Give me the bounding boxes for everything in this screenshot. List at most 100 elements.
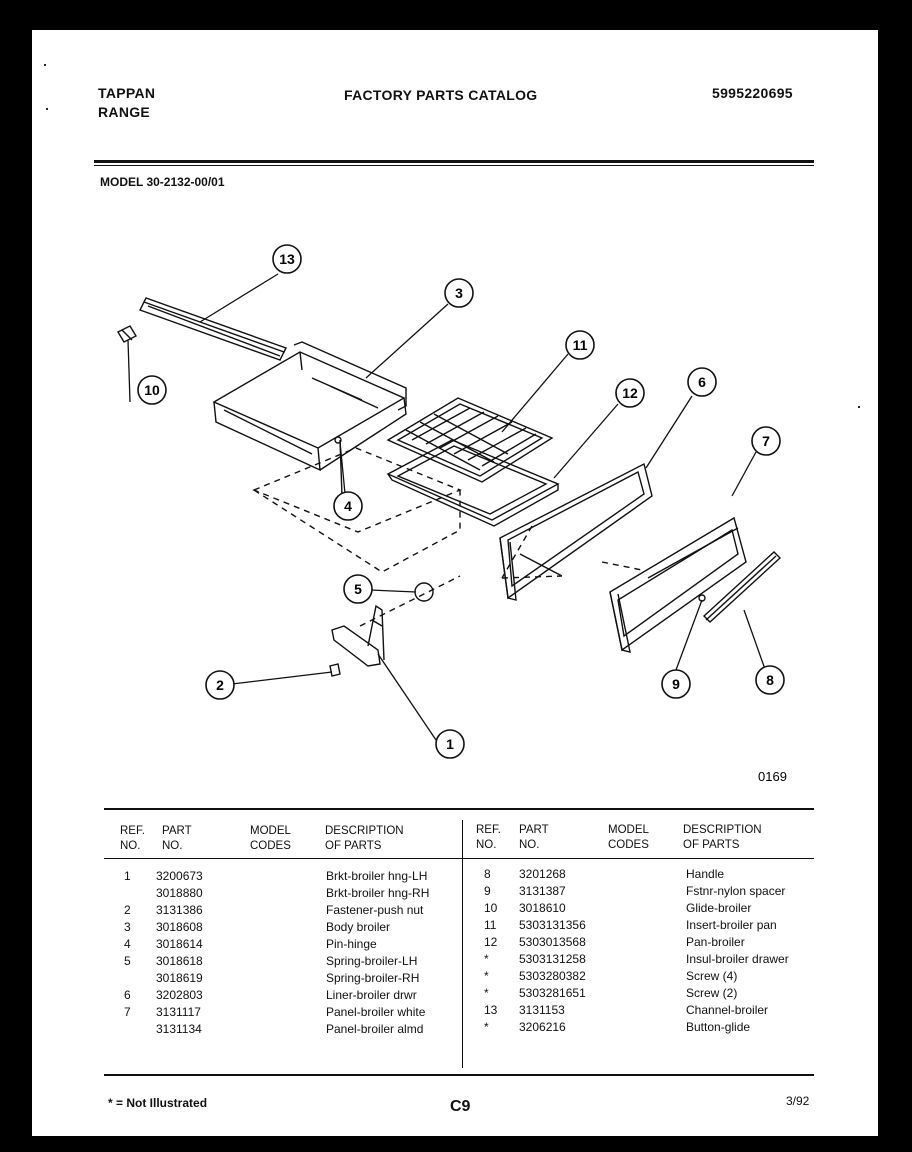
callout-number: 1 bbox=[446, 736, 454, 752]
revision-date: 3/92 bbox=[786, 1094, 810, 1108]
footnote: * = Not Illustrated bbox=[108, 1096, 208, 1110]
part-number-cell: 3131134 bbox=[156, 1022, 202, 1036]
ref-cell: 1 bbox=[124, 869, 131, 883]
description-cell: Panel-broiler white bbox=[326, 1005, 426, 1019]
callout-circle bbox=[751, 426, 781, 456]
col-header-part-right: PART NO. bbox=[519, 823, 549, 853]
description-cell: Pan-broiler bbox=[686, 935, 745, 949]
part-number-cell: 3018614 bbox=[156, 937, 203, 951]
callout-circle bbox=[661, 669, 691, 699]
description-cell: Pin-hinge bbox=[326, 937, 377, 951]
brand-line-2: RANGE bbox=[98, 104, 151, 120]
description-cell: Spring-broiler-LH bbox=[326, 954, 418, 968]
ref-cell: 5 bbox=[124, 954, 131, 968]
callout-11: 11 bbox=[565, 330, 595, 360]
callout-number: 7 bbox=[762, 433, 770, 449]
table-column-divider bbox=[462, 820, 463, 1068]
part-number-cell: 5303281651 bbox=[519, 986, 586, 1000]
push-nut-part bbox=[329, 663, 341, 677]
description-cell: Glide-broiler bbox=[686, 901, 752, 915]
col-desc-line1: DESCRIPTION bbox=[683, 824, 762, 836]
col-model-line1: MODEL bbox=[608, 824, 649, 836]
col-ref-line1: REF. bbox=[476, 824, 501, 836]
part-number-cell: 3018608 bbox=[156, 920, 203, 934]
col-header-part-left: PART NO. bbox=[162, 824, 192, 854]
col-ref-line2: NO. bbox=[476, 839, 497, 851]
catalog-number: 5995220695 bbox=[712, 85, 793, 101]
col-header-ref-right: REF. NO. bbox=[476, 823, 501, 853]
col-model-line2: CODES bbox=[608, 839, 649, 851]
ref-cell: 4 bbox=[124, 937, 131, 951]
body-broiler-part bbox=[212, 341, 407, 472]
glide-broiler-part bbox=[117, 325, 137, 343]
ref-cell: 11 bbox=[484, 918, 497, 932]
ref-cell: 9 bbox=[484, 884, 491, 898]
callout-circle bbox=[755, 665, 785, 695]
col-desc-line2: OF PARTS bbox=[325, 840, 382, 852]
callout-number: 11 bbox=[573, 337, 588, 353]
description-cell: Body broiler bbox=[326, 920, 391, 934]
ref-cell: * bbox=[484, 969, 489, 983]
ref-cell: 10 bbox=[484, 901, 498, 915]
description-cell: Screw (2) bbox=[686, 986, 738, 1000]
description-cell: Fstnr-nylon spacer bbox=[686, 884, 786, 898]
callout-4: 4 bbox=[333, 491, 363, 521]
col-part-line2: NO. bbox=[519, 839, 540, 851]
description-cell: Button-glide bbox=[686, 1020, 751, 1034]
part-number-cell: 3131153 bbox=[519, 1003, 565, 1017]
callout-circle bbox=[444, 278, 474, 308]
col-header-ref-left: REF. NO. bbox=[120, 824, 145, 854]
col-desc-line2: OF PARTS bbox=[683, 839, 740, 851]
part-number-cell: 5303131356 bbox=[519, 918, 586, 932]
callout-number: 6 bbox=[698, 374, 706, 390]
callout-number: 5 bbox=[354, 581, 362, 597]
part-number-cell: 3131117 bbox=[156, 1005, 201, 1019]
callout-6: 6 bbox=[687, 367, 717, 397]
part-number-cell: 3201268 bbox=[519, 867, 566, 881]
description-cell: Handle bbox=[686, 867, 725, 881]
diagram-code: 0169 bbox=[758, 769, 787, 784]
speck bbox=[44, 64, 46, 66]
description-cell: Insert-broiler pan bbox=[686, 918, 777, 932]
brand-line-1: TAPPAN bbox=[98, 85, 156, 101]
spring-part bbox=[414, 582, 434, 602]
header-rule bbox=[94, 160, 814, 163]
callout-2: 2 bbox=[205, 670, 235, 700]
part-number-cell: 3018880 bbox=[156, 886, 203, 900]
col-desc-line1: DESCRIPTION bbox=[325, 825, 404, 837]
callout-1: 1 bbox=[435, 729, 465, 759]
col-part-line2: NO. bbox=[162, 840, 183, 852]
part-number-cell: 3200673 bbox=[156, 869, 203, 883]
ref-cell: 2 bbox=[124, 903, 131, 917]
callout-5: 5 bbox=[343, 574, 373, 604]
callout-number: 2 bbox=[216, 677, 224, 693]
col-part-line1: PART bbox=[162, 825, 192, 837]
callout-circle bbox=[333, 491, 363, 521]
col-ref-line2: NO. bbox=[120, 840, 141, 852]
table-header-rule bbox=[104, 858, 814, 859]
ref-cell: 8 bbox=[484, 867, 491, 881]
part-number-cell: 3131387 bbox=[519, 884, 566, 898]
ref-cell: 12 bbox=[484, 935, 498, 949]
col-header-model-left: MODEL CODES bbox=[250, 824, 291, 854]
callout-13: 13 bbox=[272, 244, 302, 274]
callout-number: 4 bbox=[344, 498, 352, 514]
callout-circle bbox=[343, 574, 373, 604]
part-number-cell: 3018619 bbox=[156, 971, 203, 985]
description-cell: Liner-broiler drwr bbox=[326, 988, 417, 1002]
col-ref-line1: REF. bbox=[120, 825, 145, 837]
callout-number: 13 bbox=[279, 251, 295, 267]
page-code: C9 bbox=[450, 1098, 471, 1115]
callout-number: 12 bbox=[622, 385, 638, 401]
drawer-outline bbox=[252, 447, 643, 627]
callout-circle bbox=[687, 367, 717, 397]
col-model-line2: CODES bbox=[250, 840, 291, 852]
callout-3: 3 bbox=[444, 278, 474, 308]
col-header-desc-right: DESCRIPTION OF PARTS bbox=[683, 823, 762, 853]
catalog-page: TAPPAN RANGE FACTORY PARTS CATALOG 59952… bbox=[32, 30, 878, 1136]
part-number-cell: 5303013568 bbox=[519, 935, 586, 949]
diagram-drawing bbox=[117, 297, 782, 677]
part-number-cell: 5303280382 bbox=[519, 969, 586, 983]
